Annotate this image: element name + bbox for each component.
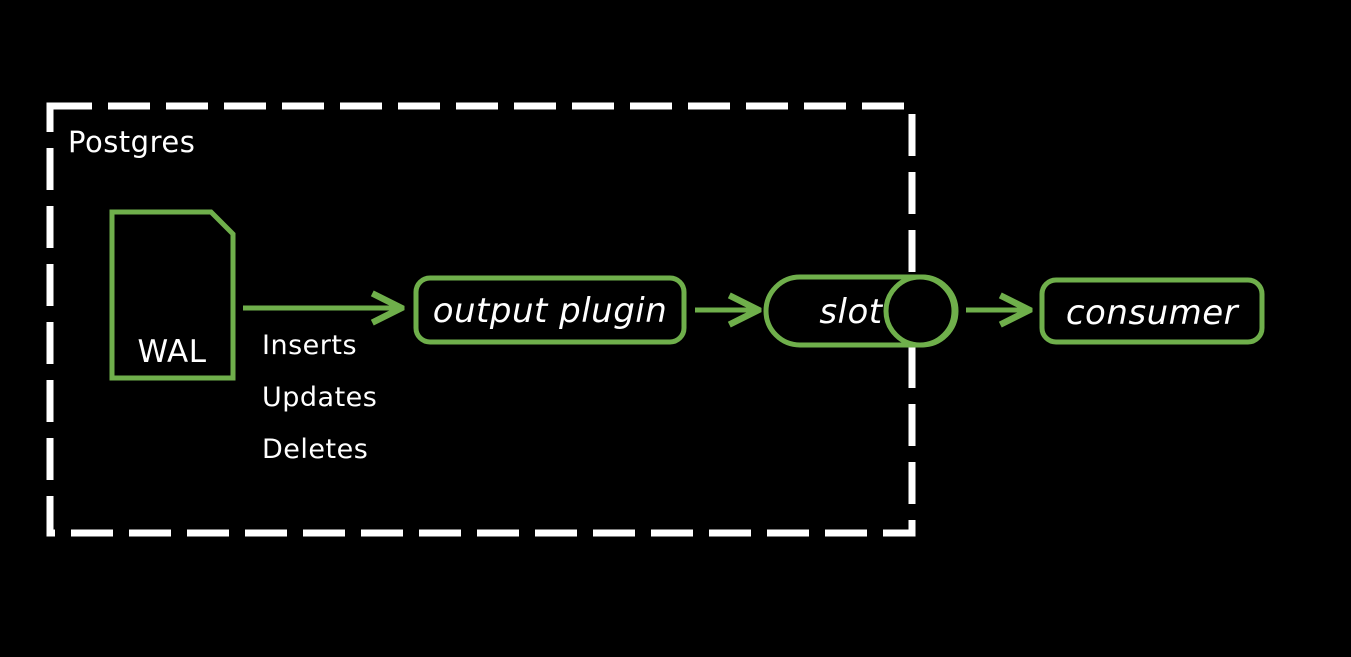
consumer-node-label: consumer [1066,293,1240,333]
edge-label-deletes: Deletes [262,434,368,465]
wal-node-label: WAL [138,334,207,370]
postgres-boundary-label: Postgres [68,125,195,159]
slot-node-endcap-circle [883,274,957,348]
slot-node-label: slot [819,292,883,332]
wal-node-shape [109,209,236,381]
output-plugin-node-label: output plugin [433,291,668,331]
edge-label-updates: Updates [262,382,377,413]
edge-label-inserts: Inserts [262,330,357,361]
consumer-node-shape [1039,277,1265,345]
output-plugin-node-shape [413,275,687,345]
